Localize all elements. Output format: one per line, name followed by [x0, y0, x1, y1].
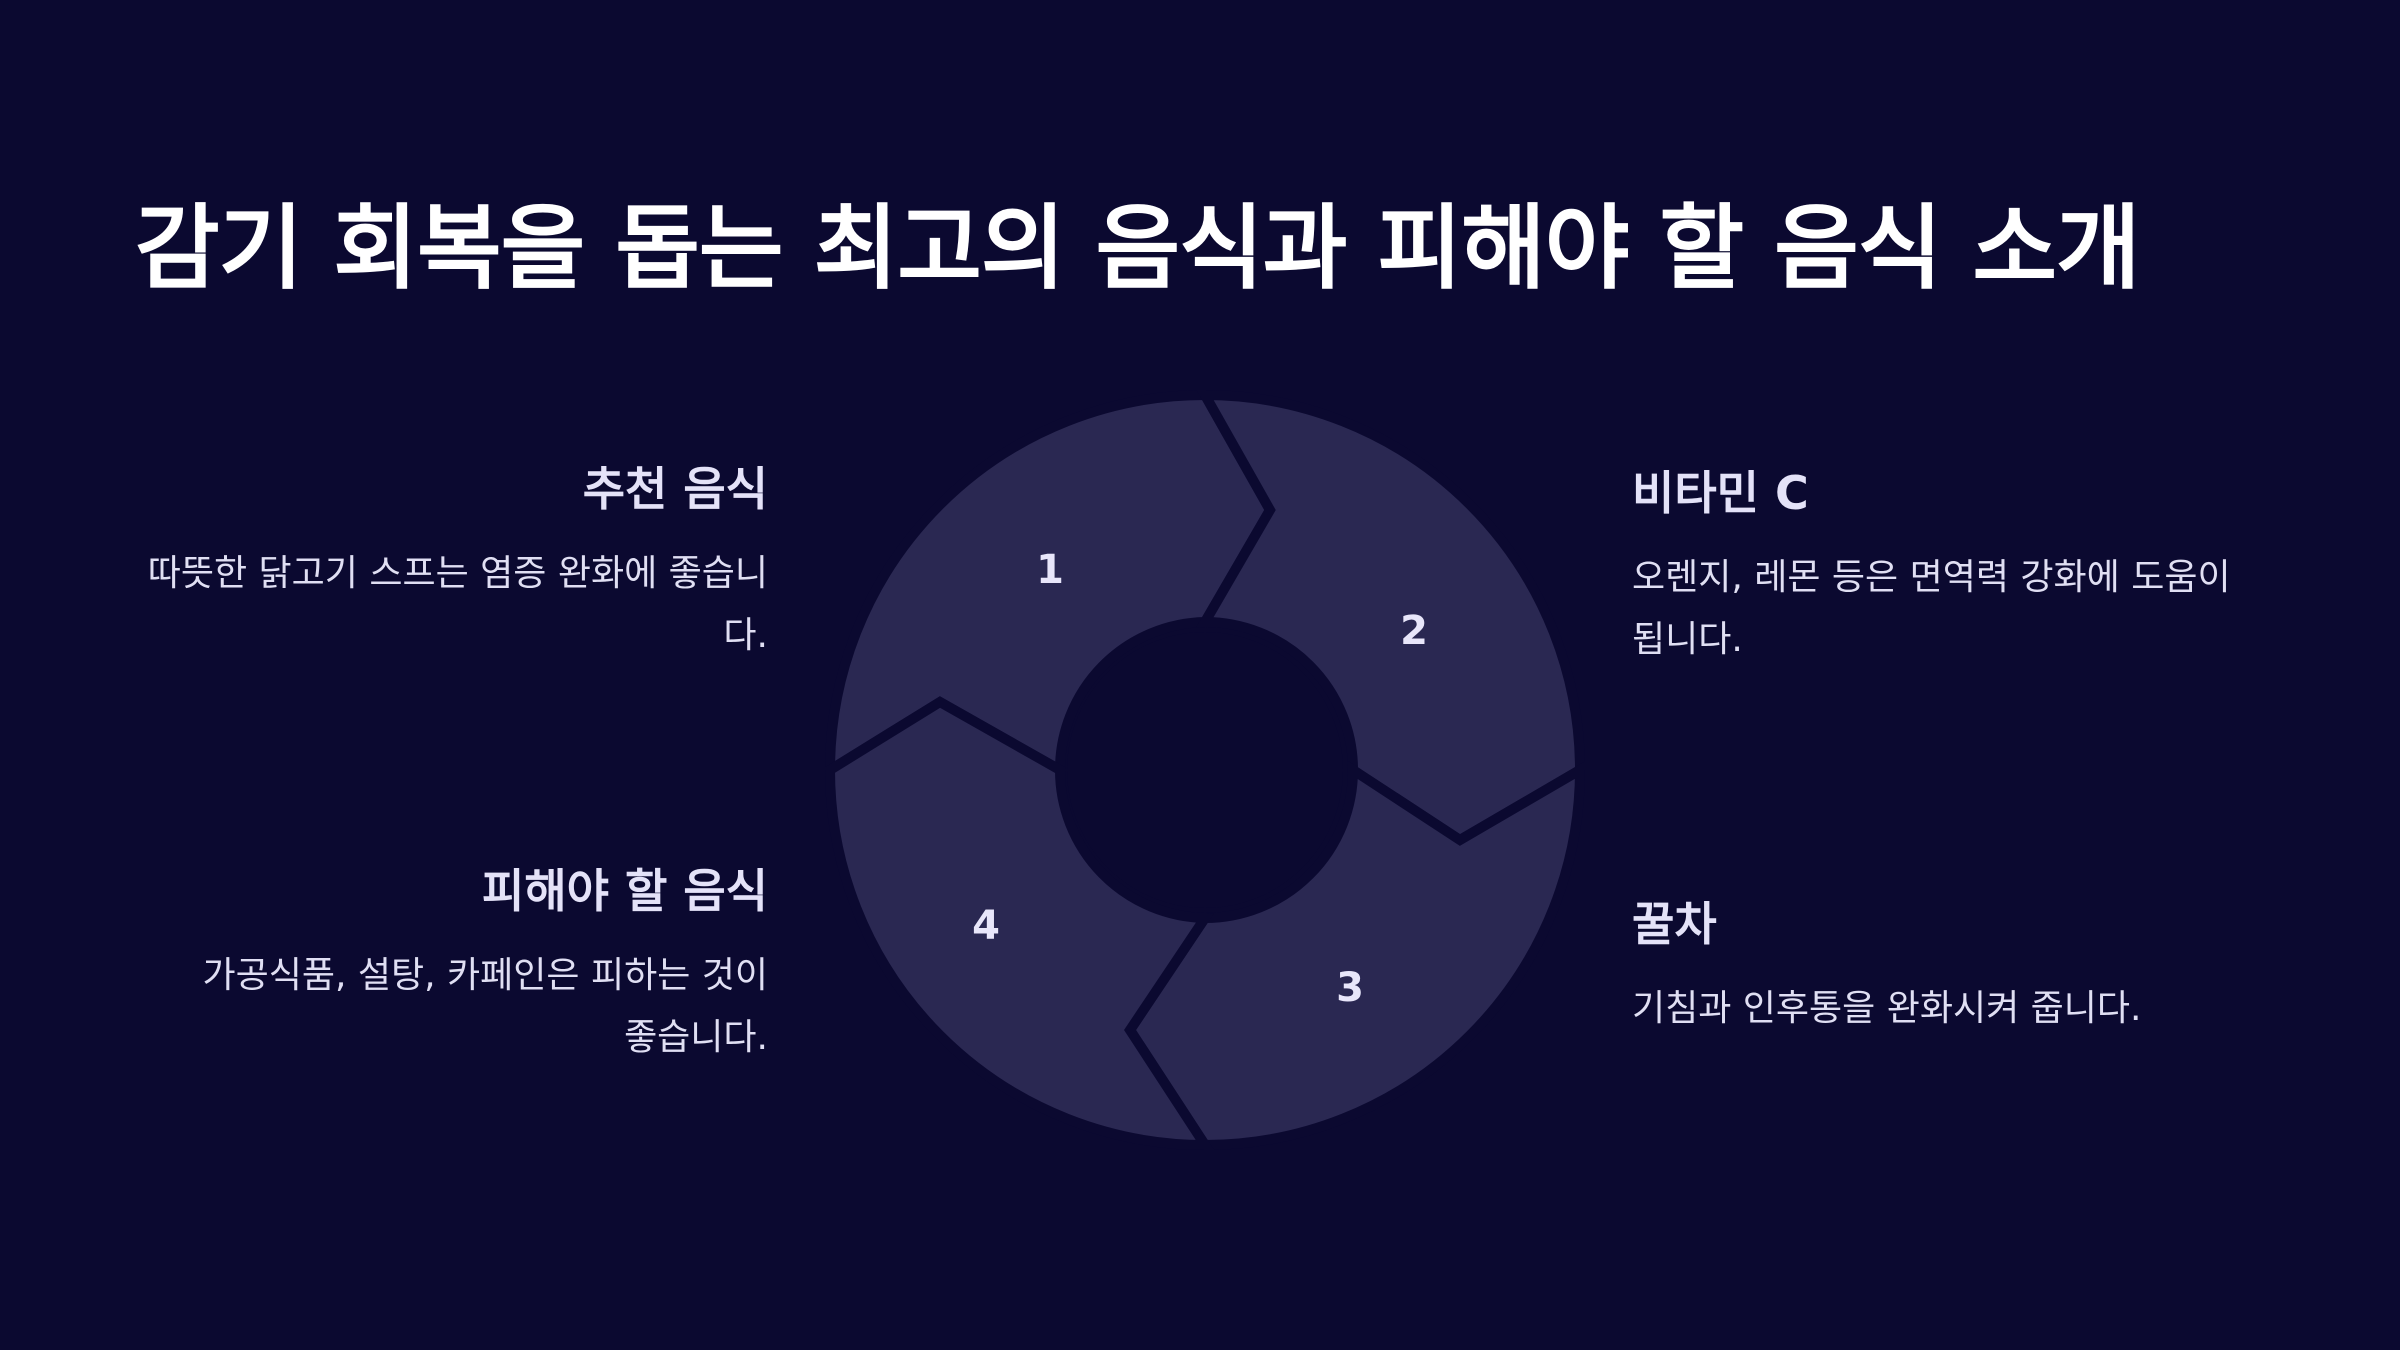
card-text: 따뜻한 닭고기 스프는 염증 완화에 좋습니다.: [147, 553, 768, 657]
card-text: 오렌지, 레몬 등은 면역력 강화에 도움이 됩니다.: [1632, 557, 2231, 661]
card-heading: 추천 음식: [582, 462, 768, 516]
card-recommended-food: 추천 음식 따뜻한 닭고기 스프는 염증 완화에 좋습니다.: [128, 462, 768, 667]
cycle-number-2: 2: [1400, 608, 1428, 654]
card-text: 기침과 인후통을 완화시켜 줍니다.: [1632, 988, 2142, 1030]
cycle-center-hole: [1067, 632, 1343, 908]
cycle-segment-2: [1196, 389, 1586, 846]
cycle-segment-1: [824, 389, 1276, 779]
cycle-number-3: 3: [1336, 965, 1364, 1011]
card-text: 가공식품, 설탕, 카페인은 피하는 것이 좋습니다.: [202, 955, 768, 1059]
cycle-number-1: 1: [1036, 547, 1064, 593]
cycle-number-4: 4: [972, 903, 1000, 949]
cycle-segment-4: [824, 696, 1215, 1151]
page-title: 감기 회복을 돕는 최고의 음식과 피해야 할 음식 소개: [135, 195, 2141, 302]
card-vitamin-c: 비타민 C 오렌지, 레몬 등은 면역력 강화에 도움이 됩니다.: [1632, 466, 2272, 671]
card-honey-tea: 꿀차 기침과 인후통을 완화시켜 줍니다.: [1632, 897, 2272, 1040]
card-heading: 비타민 C: [1632, 466, 1809, 520]
cycle-segment-3: [1124, 760, 1586, 1151]
card-avoid-food: 피해야 할 음식 가공식품, 설탕, 카페인은 피하는 것이 좋습니다.: [128, 864, 768, 1069]
card-heading: 꿀차: [1632, 897, 1717, 951]
card-heading: 피해야 할 음식: [482, 864, 768, 918]
